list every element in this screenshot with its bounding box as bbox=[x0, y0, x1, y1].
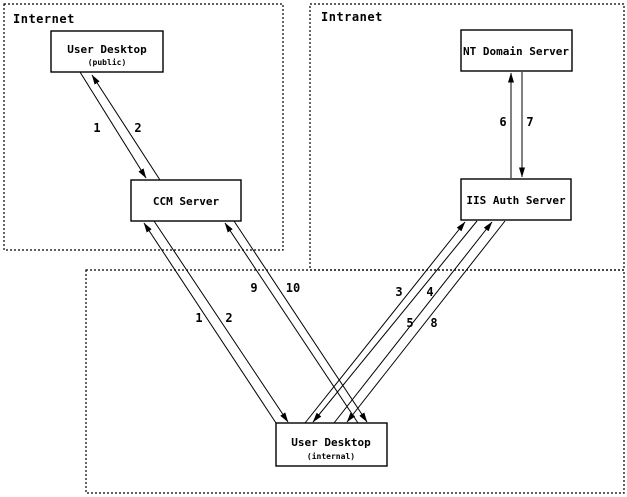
edge-3-internal-to-iis bbox=[304, 221, 466, 424]
edge-label-5: 5 bbox=[406, 316, 413, 330]
node-user-desktop-internal: User Desktop (internal) bbox=[275, 422, 388, 467]
edge-label-6: 6 bbox=[499, 115, 506, 129]
nt-domain-server-title: NT Domain Server bbox=[463, 45, 569, 58]
edge-4-iis-to-internal bbox=[312, 220, 478, 423]
edge-label-3: 3 bbox=[395, 285, 402, 299]
node-user-desktop-public: User Desktop (public) bbox=[50, 30, 164, 73]
node-nt-domain-server: NT Domain Server bbox=[460, 29, 573, 72]
edge-label-7: 7 bbox=[526, 115, 533, 129]
edge-label-1-lower: 1 bbox=[195, 311, 202, 325]
intranet-zone-label: Intranet bbox=[321, 10, 383, 24]
edge-1-public-to-ccm bbox=[79, 71, 147, 179]
user-desktop-public-title: User Desktop bbox=[67, 43, 147, 56]
user-desktop-internal-box bbox=[275, 422, 388, 467]
user-desktop-public-subtitle: (public) bbox=[88, 57, 127, 67]
edge-label-2-upper: 2 bbox=[134, 121, 141, 135]
ccm-server-box bbox=[130, 179, 242, 222]
edge-label-9: 9 bbox=[250, 281, 257, 295]
nt-domain-server-box bbox=[460, 29, 573, 72]
node-iis-auth-server: IIS Auth Server bbox=[460, 178, 572, 221]
internal-zone-border bbox=[85, 269, 625, 494]
iis-auth-server-box bbox=[460, 178, 572, 221]
node-ccm-server: CCM Server bbox=[130, 179, 242, 222]
edge-label-8: 8 bbox=[430, 316, 437, 330]
edge-label-4: 4 bbox=[426, 285, 433, 299]
edge-label-1-upper: 1 bbox=[93, 121, 100, 135]
internet-zone-border bbox=[3, 3, 284, 251]
iis-auth-server-title: IIS Auth Server bbox=[466, 194, 566, 207]
edge-9-internal-to-ccm bbox=[224, 222, 359, 424]
user-desktop-internal-subtitle: (internal) bbox=[307, 451, 355, 461]
user-desktop-public-box bbox=[50, 30, 164, 73]
edge-1-internal-to-ccm bbox=[143, 222, 277, 424]
ccm-server-title: CCM Server bbox=[153, 195, 220, 208]
edge-label-10: 10 bbox=[286, 281, 300, 295]
edge-label-2-lower: 2 bbox=[225, 311, 232, 325]
user-desktop-internal-title: User Desktop bbox=[291, 436, 371, 449]
edge-5-internal-to-iis bbox=[333, 221, 493, 424]
internet-zone-label: Internet bbox=[13, 12, 75, 26]
edge-2-ccm-to-internal bbox=[153, 220, 289, 423]
edge-10-ccm-to-internal bbox=[233, 220, 368, 423]
edge-2-ccm-to-public bbox=[91, 74, 161, 181]
edge-8-iis-to-internal bbox=[346, 220, 506, 423]
